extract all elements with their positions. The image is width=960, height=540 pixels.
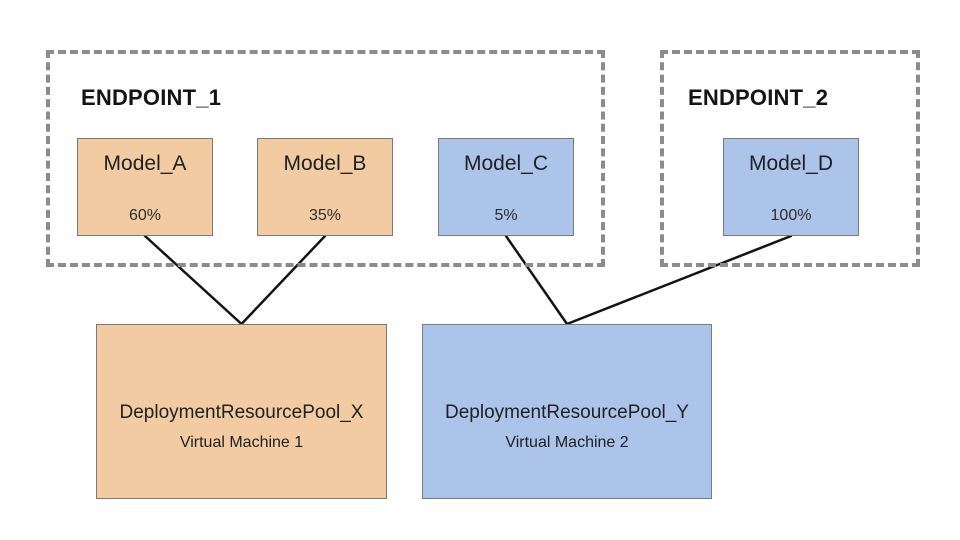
deployment-resource-pool-y-box: DeploymentResourcePool_Y Virtual Machine… <box>422 324 712 499</box>
endpoint-2-title: ENDPOINT_2 <box>688 85 829 110</box>
pool-y-text: DeploymentResourcePool_Y Virtual Machine… <box>423 402 711 452</box>
model-b-traffic-split: 35% <box>308 207 342 224</box>
model-b-name: Model_B <box>283 152 367 175</box>
model-d-traffic-split: 100% <box>770 207 812 224</box>
model-d-box: Model_D 100% <box>723 138 859 236</box>
pool-x-name: DeploymentResourcePool_X <box>119 402 364 423</box>
model-c-name: Model_C <box>463 152 549 175</box>
model-d-name: Model_D <box>748 152 834 175</box>
model-b-box: Model_B 35% <box>257 138 393 236</box>
pool-x-machine: Virtual Machine 1 <box>179 434 304 451</box>
pool-y-name: DeploymentResourcePool_Y <box>445 402 689 423</box>
endpoint-1-container: ENDPOINT_1 Model_A 60% Model_B 35% Model… <box>46 50 605 267</box>
model-a-name: Model_A <box>103 152 187 175</box>
pool-x-text: DeploymentResourcePool_X Virtual Machine… <box>97 402 386 452</box>
pool-y-machine: Virtual Machine 2 <box>505 434 629 451</box>
endpoint-2-container: ENDPOINT_2 Model_D 100% <box>660 50 920 267</box>
model-a-traffic-split: 60% <box>128 207 162 224</box>
endpoint-1-title: ENDPOINT_1 <box>81 85 222 110</box>
deployment-resource-pool-x-box: DeploymentResourcePool_X Virtual Machine… <box>96 324 387 499</box>
model-c-traffic-split: 5% <box>494 207 518 224</box>
model-c-box: Model_C 5% <box>438 138 574 236</box>
model-a-box: Model_A 60% <box>77 138 213 236</box>
